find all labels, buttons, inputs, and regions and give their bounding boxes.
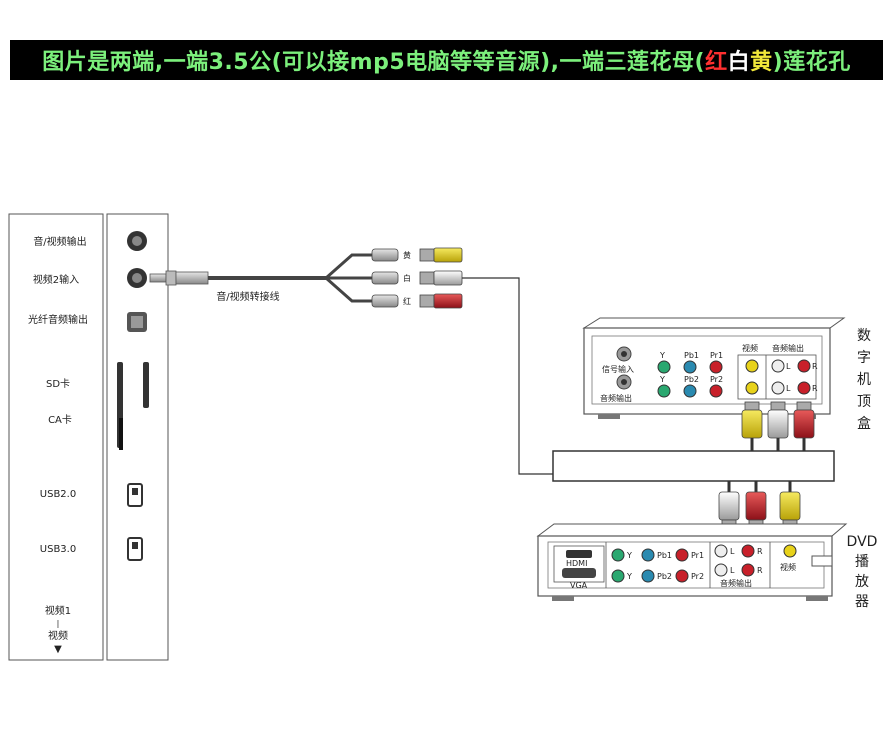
dvd-r2: R — [757, 566, 763, 575]
dvd-audio-l-1[interactable] — [714, 544, 728, 558]
red-rca-plug — [433, 293, 463, 309]
stb-audio-r-2[interactable] — [797, 381, 811, 395]
av-adapter-cable: 音/视频转接线 黄 白 红 — [149, 247, 463, 309]
dvd-jack-pr2[interactable] — [675, 569, 689, 583]
dvd-player: HDMI VGA Y Pb1 Pr1 Y Pb2 Pr2 L R L R 音频输… — [536, 523, 878, 610]
banner-text-yellow: 黄 — [750, 50, 773, 75]
dvd-name-3: 放 — [855, 574, 869, 590]
tv-panel: 音/视频输出 视频2输入 光纤音频输出 SD卡 CA卡 USB2.0 USB3.… — [8, 213, 169, 661]
dvd-l2: L — [730, 566, 735, 575]
tv-label-av-out: 音/视频输出 — [33, 235, 86, 248]
dvd-name-2: 播 — [855, 554, 869, 570]
tv-label-video: 视频 — [48, 629, 68, 642]
tv-label-sep: | — [57, 619, 60, 628]
tv-label-optical-out: 光纤音频输出 — [28, 313, 88, 326]
dvd-jack-y1[interactable] — [611, 548, 625, 562]
cable-bundle-box — [552, 450, 835, 482]
plug-label-yellow: 黄 — [403, 250, 411, 260]
banner-text-1: 图片是两端,一端3.5公(可以接mp5电脑等等音源),一端三莲花母( — [42, 50, 706, 75]
dvd-jack-y2[interactable] — [611, 569, 625, 583]
stb-l2: L — [786, 384, 791, 393]
dvd-audio-r-2[interactable] — [741, 563, 755, 577]
stb-audio-l-2[interactable] — [771, 381, 785, 395]
tv-label-sd: SD卡 — [46, 377, 70, 390]
plug-label-white: 白 — [403, 273, 411, 283]
stb-port-pr1: Pr1 — [710, 351, 723, 360]
banner-text-red: 红 — [705, 50, 728, 75]
stb-plugs — [741, 401, 815, 451]
banner-text-white: 白 — [727, 50, 751, 75]
tv-label-usb3: USB3.0 — [40, 544, 76, 555]
hdmi-label: HDMI — [566, 559, 587, 568]
stb-jack-y2[interactable] — [657, 384, 671, 398]
tv-label-arrow: ▼ — [54, 644, 62, 655]
title-banner: 图片是两端,一端3.5公(可以接mp5电脑等等音源),一端三莲花母(红白黄)莲花… — [10, 40, 883, 80]
stb-r1: R — [812, 362, 818, 371]
vga-label: VGA — [570, 581, 588, 590]
stb-port-y1: Y — [659, 351, 665, 360]
stb-audio-out-label: 音频输出 — [600, 393, 632, 403]
dvd-jack-pb2[interactable] — [641, 569, 655, 583]
stb-port-y2: Y — [659, 375, 665, 384]
tv-label-video1: 视频1 — [45, 604, 71, 617]
stb-video-jack-2[interactable] — [745, 381, 759, 395]
white-rca-plug — [433, 270, 463, 286]
stb-video-jack-1[interactable] — [745, 359, 759, 373]
dvd-port-pr1: Pr1 — [691, 551, 704, 560]
stb-jack-pr1[interactable] — [709, 360, 723, 374]
yellow-rca-plug — [433, 247, 463, 263]
dvd-port-y2: Y — [626, 572, 632, 581]
stb-audio-label: 音频输出 — [772, 343, 804, 353]
stb-name-3: 机 — [857, 372, 871, 388]
hdmi-port[interactable] — [566, 550, 592, 558]
dvd-port-pb2: Pb2 — [657, 572, 672, 581]
set-top-box: 信号输入 音频输出 Y Pb1 Pr1 Y Pb2 Pr2 视频 音频输出 L … — [582, 317, 871, 432]
stb-port-pr2: Pr2 — [710, 375, 723, 384]
stb-jack-pb1[interactable] — [683, 360, 697, 374]
stb-jack-pb2[interactable] — [683, 384, 697, 398]
stb-port-pb2: Pb2 — [684, 375, 699, 384]
stb-name-1: 数 — [857, 328, 871, 344]
dvd-jack-pb1[interactable] — [641, 548, 655, 562]
plug-label-red: 红 — [403, 296, 411, 306]
dvd-port-pb1: Pb1 — [657, 551, 672, 560]
dvd-audio-l-2[interactable] — [714, 563, 728, 577]
tv-label-ca: CA卡 — [48, 413, 72, 426]
stb-video-label: 视频 — [742, 343, 758, 353]
vga-port[interactable] — [562, 568, 596, 578]
stb-jack-pr2[interactable] — [709, 384, 723, 398]
tv-label-usb2: USB2.0 — [40, 489, 76, 500]
tv-label-video2-in: 视频2输入 — [33, 273, 79, 286]
dvd-video-jack[interactable] — [783, 544, 797, 558]
stb-l1: L — [786, 362, 791, 371]
dvd-r1: R — [757, 547, 763, 556]
dvd-l1: L — [730, 547, 735, 556]
dvd-audio-label: 音频输出 — [720, 578, 752, 588]
dvd-audio-r-1[interactable] — [741, 544, 755, 558]
stb-port-pb1: Pb1 — [684, 351, 699, 360]
banner-text-2: )莲花孔 — [772, 50, 851, 75]
stb-audio-r-1[interactable] — [797, 359, 811, 373]
dvd-video-label: 视频 — [780, 562, 796, 572]
dvd-port-pr2: Pr2 — [691, 572, 704, 581]
dvd-name-4: 器 — [855, 594, 869, 610]
dvd-plugs — [718, 481, 801, 531]
stb-jack-y1[interactable] — [657, 360, 671, 374]
routing-line — [462, 277, 553, 475]
dvd-jack-pr1[interactable] — [675, 548, 689, 562]
stb-name-5: 盒 — [857, 415, 871, 432]
stb-r2: R — [812, 384, 818, 393]
stb-name-2: 字 — [857, 350, 871, 366]
dvd-port-y1: Y — [626, 551, 632, 560]
cable-label: 音/视频转接线 — [216, 290, 279, 303]
stb-name-4: 顶 — [857, 394, 871, 410]
stb-signal-in-label: 信号输入 — [602, 364, 634, 374]
stb-audio-l-1[interactable] — [771, 359, 785, 373]
ca-slot[interactable] — [143, 362, 149, 408]
dvd-name-1: DVD — [847, 534, 878, 550]
